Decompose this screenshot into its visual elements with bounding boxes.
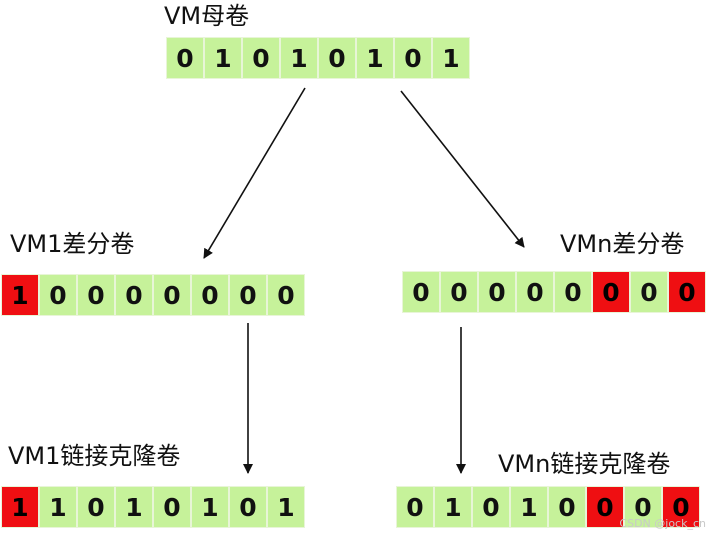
bit-cell: 1 [510, 486, 548, 528]
bit-cell: 0 [191, 274, 229, 316]
bit-cell: 1 [39, 486, 77, 528]
bit-cell: 1 [432, 37, 470, 79]
bit-cell: 0 [592, 271, 630, 313]
bit-cell: 0 [242, 37, 280, 79]
arrow-parent-to-vmn-diff [400, 90, 525, 248]
bit-cell: 0 [318, 37, 356, 79]
vmn-diff-volume-label: VMn差分卷 [560, 230, 685, 258]
bit-cell: 1 [191, 486, 229, 528]
bit-cell: 0 [668, 271, 706, 313]
bit-cell: 0 [39, 274, 77, 316]
bit-cell: 1 [280, 37, 318, 79]
watermark-text: CSDN @jock_cn [619, 517, 706, 530]
vm1-clone-volume-label: VM1链接克隆卷 [8, 442, 181, 470]
bit-cell: 0 [624, 486, 662, 528]
bit-cell: 0 [472, 486, 510, 528]
bit-cell: 0 [548, 486, 586, 528]
bit-cell: 0 [586, 486, 624, 528]
bit-cell: 1 [115, 486, 153, 528]
arrow-parent-to-vm1-diff [203, 87, 306, 259]
bit-cell: 0 [166, 37, 204, 79]
parent-volume-label: VM母卷 [164, 2, 250, 30]
bit-cell: 0 [229, 274, 267, 316]
bit-cell: 0 [267, 274, 305, 316]
bit-cell: 1 [356, 37, 394, 79]
bit-cell: 0 [396, 486, 434, 528]
bit-cell: 0 [77, 486, 115, 528]
vmn-clone-volume-label: VMn链接克隆卷 [498, 450, 671, 478]
bit-cell: 0 [77, 274, 115, 316]
bit-cell: 0 [229, 486, 267, 528]
bit-cell: 0 [554, 271, 592, 313]
bit-cell: 1 [1, 274, 39, 316]
bit-cell: 0 [402, 271, 440, 313]
bit-cell: 0 [440, 271, 478, 313]
bit-cell: 0 [478, 271, 516, 313]
bit-cell: 1 [267, 486, 305, 528]
bit-cell: 1 [204, 37, 242, 79]
vm1-diff-volume-label: VM1差分卷 [10, 230, 135, 258]
bit-cell: 0 [153, 274, 191, 316]
bit-cell: 1 [434, 486, 472, 528]
bit-cell: 0 [394, 37, 432, 79]
bit-cell: 0 [153, 486, 191, 528]
bit-cell: 0 [115, 274, 153, 316]
bit-cell: 0 [630, 271, 668, 313]
bit-cell: 0 [662, 486, 700, 528]
bit-cell: 0 [516, 271, 554, 313]
bit-cell: 1 [1, 486, 39, 528]
